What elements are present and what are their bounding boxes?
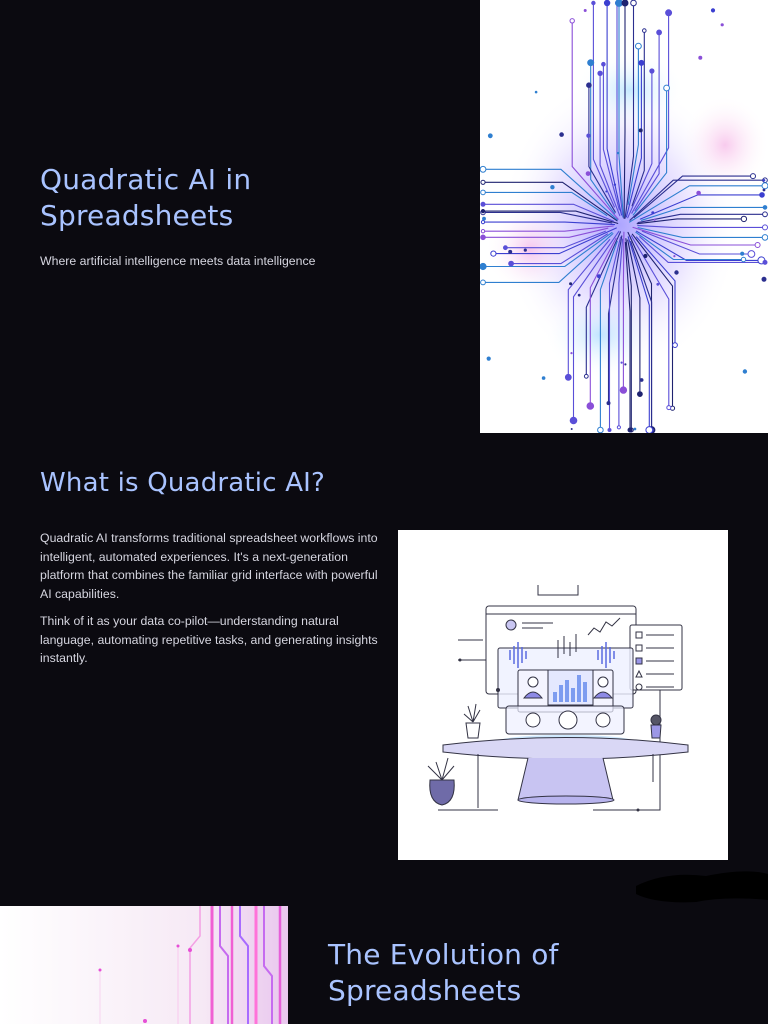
holographic-table-icon: [427, 585, 689, 812]
hero-title: Quadratic AI in Spreadsheets: [40, 163, 252, 232]
ai-illustration: [398, 530, 728, 860]
what-title: What is Quadratic AI?: [40, 468, 326, 498]
decorative-smudge: [636, 866, 768, 906]
evolution-title: The Evolution of Spreadsheets: [328, 938, 559, 1007]
circuit-brain-icon: [480, 0, 768, 433]
neon-circuit-icon: [0, 906, 288, 1024]
evolution-image: [0, 906, 288, 1024]
hero-subtitle: Where artificial intelligence meets data…: [40, 254, 316, 268]
what-paragraph-2: Think of it as your data co-pilot—unders…: [40, 614, 378, 665]
hero-image: [480, 0, 768, 433]
what-paragraph-1: Quadratic AI transforms traditional spre…: [40, 531, 378, 601]
